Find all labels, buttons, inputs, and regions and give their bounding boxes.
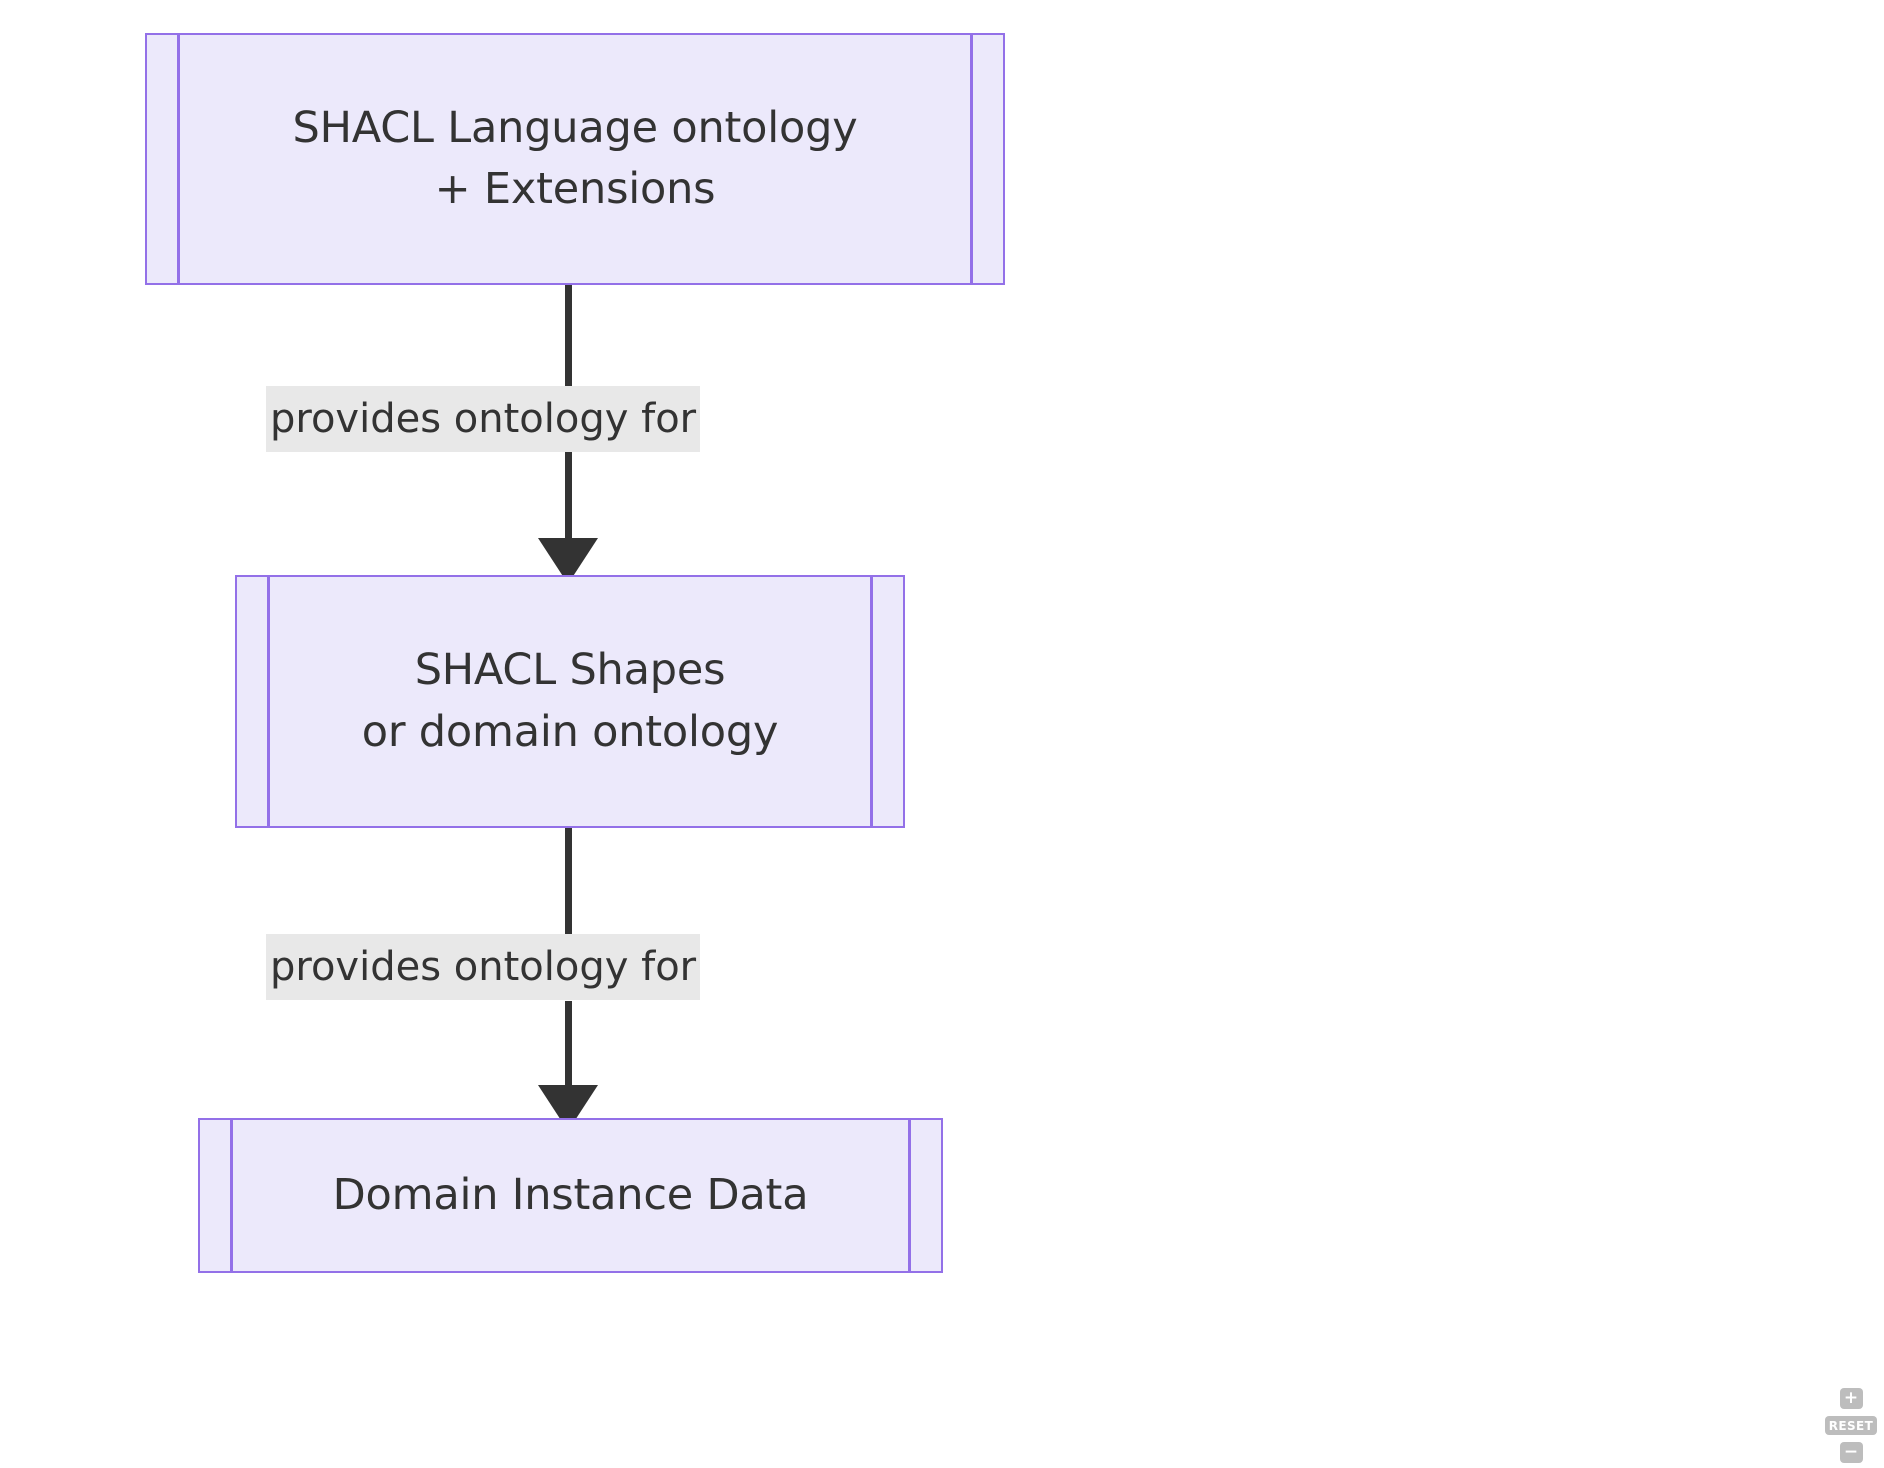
- edge-line-language-to-shapes-lower: [565, 452, 572, 540]
- edge-line-language-to-shapes-upper: [565, 285, 572, 387]
- zoom-reset-button[interactable]: RESET: [1825, 1416, 1877, 1435]
- arrowhead-icon-shapes-to-instance: [538, 1085, 598, 1131]
- edge-label-provides-ontology-for-2: provides ontology for: [266, 934, 701, 1000]
- edge-line-shapes-to-instance-upper: [565, 828, 572, 934]
- node-label-shacl-language-ontology: SHACL Language ontology + Extensions: [292, 102, 858, 214]
- zoom-controls: + RESET −: [1824, 1388, 1878, 1463]
- zoom-out-button[interactable]: −: [1839, 1442, 1863, 1463]
- node-shacl-language-ontology[interactable]: SHACL Language ontology + Extensions: [145, 33, 1005, 285]
- arrowhead-icon-language-to-shapes: [538, 538, 598, 584]
- node-label-domain-instance-data: Domain Instance Data: [332, 1169, 809, 1220]
- edge-label-provides-ontology-for-1: provides ontology for: [266, 386, 701, 452]
- node-label-shacl-shapes-or-domain-ontology: SHACL Shapes or domain ontology: [361, 645, 779, 757]
- node-domain-instance-data[interactable]: Domain Instance Data: [198, 1118, 943, 1273]
- edge-line-shapes-to-instance-lower: [565, 1001, 572, 1087]
- zoom-in-button[interactable]: +: [1839, 1388, 1863, 1409]
- node-shacl-shapes-or-domain-ontology[interactable]: SHACL Shapes or domain ontology: [235, 575, 905, 828]
